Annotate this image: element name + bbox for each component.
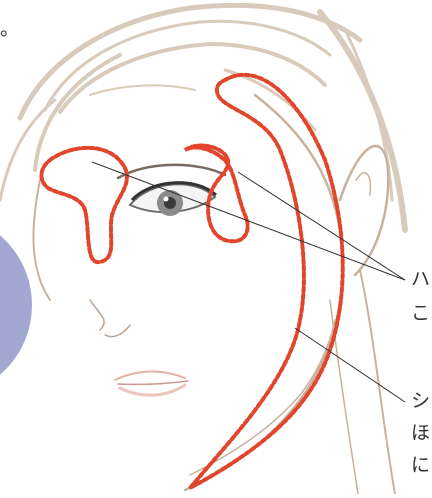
decorative-circle (0, 213, 32, 397)
zone-left-brow (41, 148, 126, 262)
top-left-mark: 。 (0, 20, 19, 39)
callout-1-line-1: ハ (411, 270, 430, 289)
nose (90, 300, 130, 337)
eye (130, 183, 216, 216)
callout-1-line-2: こ (411, 304, 430, 323)
zone-cheek-jaw (190, 75, 343, 488)
callout-2-line-1: シ (411, 392, 430, 411)
eyebrow (118, 165, 225, 178)
callout-2-line-3: に (411, 456, 430, 475)
callout-2-line-2: ほ (411, 424, 430, 443)
lips (115, 372, 188, 396)
